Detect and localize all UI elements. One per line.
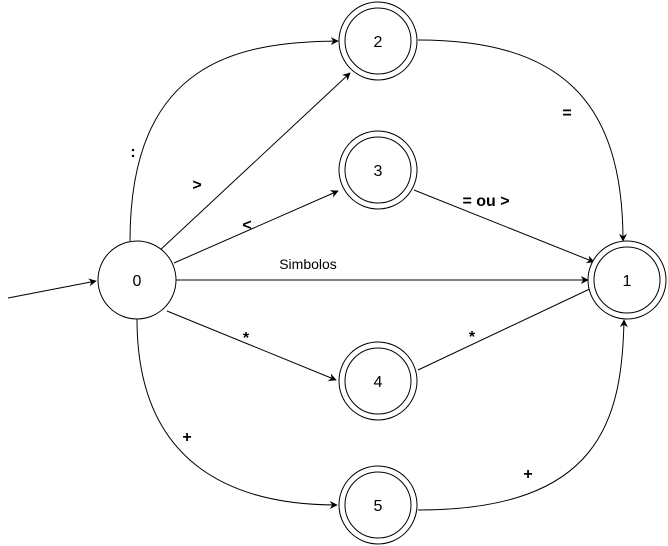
- label-star-0-4: *: [243, 330, 250, 347]
- label-eq-ou-gt: = ou >: [462, 193, 509, 210]
- state-2: 2: [338, 1, 418, 81]
- edge-0-2-gt: [157, 72, 351, 253]
- state-0-label: 0: [133, 273, 142, 290]
- label-plus-0-5: +: [182, 429, 191, 446]
- edge-0-2-colon: [129, 37, 339, 242]
- label-simbolos: Simbolos: [279, 256, 337, 272]
- edge-0-3-lt: [173, 190, 339, 264]
- edge-5-1-plus: [417, 319, 628, 511]
- initial-arrow: [7, 278, 97, 299]
- state-3-label: 3: [374, 163, 383, 180]
- state-1: 1: [587, 240, 667, 320]
- state-5: 5: [338, 465, 418, 545]
- label-eq: =: [562, 105, 571, 122]
- edge-4-1-star: [417, 285, 597, 371]
- label-plus-5-1: +: [523, 466, 532, 483]
- state-5-label: 5: [374, 498, 383, 515]
- state-1-label: 1: [623, 273, 632, 290]
- label-lt: <: [242, 217, 251, 234]
- state-4: 4: [338, 341, 418, 421]
- edge-3-1-eq-ou-gt: [413, 189, 595, 264]
- state-3: 3: [338, 130, 418, 210]
- state-4-label: 4: [374, 374, 383, 391]
- edge-2-1-eq: [417, 39, 627, 242]
- state-2-label: 2: [374, 34, 383, 51]
- state-0: 0: [97, 240, 177, 320]
- edge-0-4-star: [166, 310, 337, 381]
- label-colon: :: [130, 144, 135, 161]
- edge-0-5-plus: [136, 318, 338, 509]
- label-star-4-1: *: [469, 329, 476, 346]
- label-gt: >: [192, 177, 201, 194]
